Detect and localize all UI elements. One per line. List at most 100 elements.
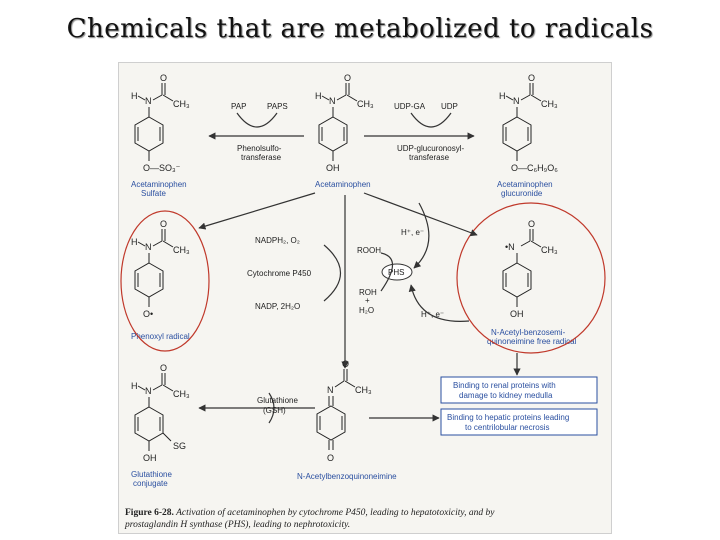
label-h-e-top: H⁺, e⁻ bbox=[401, 228, 424, 237]
atom-h: H bbox=[131, 381, 138, 391]
arrow-he-bottom bbox=[408, 284, 470, 322]
atom-n: N bbox=[327, 385, 334, 395]
glutathione-conjugate-structure: H N O CH₃ SG OH Glutathione conjugate bbox=[131, 363, 190, 488]
figure-caption: Figure 6-28. Activation of acetaminophen… bbox=[124, 507, 495, 530]
box-text: Binding to renal proteins with bbox=[453, 381, 556, 390]
arrow-curve bbox=[236, 112, 278, 128]
label-udpga: UDP-GA bbox=[394, 102, 426, 111]
label-enzyme: UDP-glucuronosyl- bbox=[397, 144, 464, 153]
napqi-structure: N O CH₃ O N-Acetylbenzoquinoneimine bbox=[297, 359, 397, 481]
label-rooh: ROOH bbox=[357, 246, 381, 255]
substituent: OH bbox=[326, 163, 340, 173]
box-text-line2: to centrilobular necrosis bbox=[465, 423, 549, 432]
label-enzyme-line2: transferase bbox=[241, 153, 282, 162]
renal-binding-box: Binding to renal proteins with damage to… bbox=[440, 376, 598, 404]
acetaminophen-structure: H N O CH₃ OH Acetaminophen bbox=[315, 73, 374, 189]
substituent: O—C₆H₉O₆ bbox=[511, 163, 558, 173]
atom-n: N bbox=[329, 96, 336, 106]
atom-n: N bbox=[513, 96, 520, 106]
label-enzyme-line2: transferase bbox=[409, 153, 450, 162]
molecule-name: Acetaminophen bbox=[497, 180, 553, 189]
arrow-curve bbox=[268, 392, 275, 424]
atom-o: O bbox=[160, 219, 167, 229]
atom-n-radical: •N bbox=[505, 242, 515, 252]
label-paps: PAPS bbox=[267, 102, 288, 111]
semiquinone-radical-structure: •N O CH₃ OH N-Acetyl-benzosemi- quinonei… bbox=[487, 219, 577, 346]
atom-n: N bbox=[145, 386, 152, 396]
label-enzyme: Phenolsulfo- bbox=[237, 144, 282, 153]
molecule-name: Glutathione bbox=[131, 470, 172, 479]
label-nadp: NADP, 2H₂O bbox=[255, 302, 300, 311]
arrow-curve bbox=[323, 244, 341, 302]
label-p450: Cytochrome P450 bbox=[247, 269, 312, 278]
molecule-name-line2: Sulfate bbox=[141, 189, 166, 198]
figure-panel: H N O CH₃ OH Acetaminophen H N O CH₃ O—S… bbox=[118, 62, 612, 534]
atom-o: O bbox=[160, 73, 167, 83]
atom-o: O bbox=[342, 359, 349, 369]
atom-ch3: CH₃ bbox=[173, 245, 190, 255]
arrow-he-top bbox=[413, 202, 430, 269]
label-nadph: NADPH₂, O₂ bbox=[255, 236, 300, 245]
highlight-circle-semiquinone bbox=[456, 202, 606, 354]
hepatic-binding-box: Binding to hepatic proteins leading to c… bbox=[440, 408, 598, 436]
molecule-name-line2: conjugate bbox=[133, 479, 168, 488]
atom-ch3: CH₃ bbox=[173, 389, 190, 399]
highlight-circle-phenoxyl bbox=[120, 210, 210, 352]
arrow-to-semiquinone bbox=[363, 192, 478, 237]
label-pap: PAP bbox=[231, 102, 246, 111]
box-text: Binding to hepatic proteins leading bbox=[447, 413, 569, 422]
sulfation-reaction: PAP PAPS Phenolsulfo- transferase bbox=[208, 102, 304, 162]
atom-h: H bbox=[499, 91, 506, 101]
atom-o: O bbox=[160, 363, 167, 373]
atom-ch3: CH₃ bbox=[355, 385, 372, 395]
pathway-diagram: H N O CH₃ OH Acetaminophen H N O CH₃ O—S… bbox=[120, 73, 606, 530]
molecule-name: Acetaminophen bbox=[131, 180, 187, 189]
phenoxyl-radical-structure: H N O CH₃ O• Phenoxyl radical bbox=[131, 219, 190, 341]
caption-line1: Figure 6-28. Activation of acetaminophen… bbox=[125, 507, 495, 518]
atom-n: N bbox=[145, 96, 152, 106]
caption-text: Activation of acetaminophen by cytochrom… bbox=[174, 507, 495, 518]
label-h-e-bottom: H⁺, e⁻ bbox=[421, 310, 444, 319]
caption-line2: prostaglandin H synthase (PHS), leading … bbox=[124, 519, 350, 530]
atom-ch3: CH₃ bbox=[173, 99, 190, 109]
atom-o: O bbox=[528, 73, 535, 83]
substituent: OH bbox=[510, 309, 524, 319]
atom-ch3: CH₃ bbox=[541, 99, 558, 109]
atom-o: O bbox=[344, 73, 351, 83]
substituent: O—SO₃⁻ bbox=[143, 163, 181, 173]
atom-h: H bbox=[131, 91, 138, 101]
atom-n: N bbox=[145, 242, 152, 252]
sulfate-structure: H N O CH₃ O—SO₃⁻ Acetaminophen Sulfate bbox=[131, 73, 190, 198]
gsh-reaction: Glutathione (GSH) bbox=[198, 392, 315, 424]
atom-sg: SG bbox=[173, 441, 186, 451]
molecule-name-line2: glucuronide bbox=[501, 189, 543, 198]
arrow-curve bbox=[410, 112, 452, 128]
arrow-to-phenoxyl bbox=[198, 192, 316, 230]
label-udp: UDP bbox=[441, 102, 458, 111]
molecule-name: Acetaminophen bbox=[315, 180, 371, 189]
label-roh: ROH bbox=[359, 288, 377, 297]
phs-reaction: ROOH PHS ROH + H₂O H⁺, e⁻ H⁺, e⁻ bbox=[357, 202, 470, 322]
atom-h: H bbox=[131, 237, 138, 247]
box-text-line2: damage to kidney medulla bbox=[459, 391, 553, 400]
atom-o: O bbox=[528, 219, 535, 229]
arrow-curve bbox=[380, 252, 394, 292]
substituent: O• bbox=[143, 309, 153, 319]
atom-ch3: CH₃ bbox=[541, 245, 558, 255]
substituent: O bbox=[327, 453, 334, 463]
atom-h: H bbox=[315, 91, 322, 101]
caption-figure-label: Figure 6-28. bbox=[125, 508, 174, 518]
label-gsh-line2: (GSH) bbox=[263, 406, 286, 415]
molecule-name: Phenoxyl radical bbox=[131, 332, 190, 341]
molecule-name-line2: quinoneimine free radical bbox=[487, 337, 577, 346]
molecule-name: N-Acetyl-benzosemi- bbox=[491, 328, 566, 337]
slide-title: Chemicals that are metabolized to radica… bbox=[66, 14, 654, 44]
label-h2o: H₂O bbox=[359, 306, 374, 315]
label-plus: + bbox=[365, 296, 370, 305]
substituent: OH bbox=[143, 453, 157, 463]
glucuronidation-reaction: UDP-GA UDP UDP-glucuronosyl- transferase bbox=[364, 102, 475, 162]
molecule-name: N-Acetylbenzoquinoneimine bbox=[297, 472, 397, 481]
label-gsh: Glutathione bbox=[257, 396, 298, 405]
p450-reaction: NADPH₂, O₂ Cytochrome P450 NADP, 2H₂O bbox=[247, 195, 349, 369]
glucuronide-structure: H N O CH₃ O—C₆H₉O₆ Acetaminophen glucuro… bbox=[497, 73, 558, 198]
